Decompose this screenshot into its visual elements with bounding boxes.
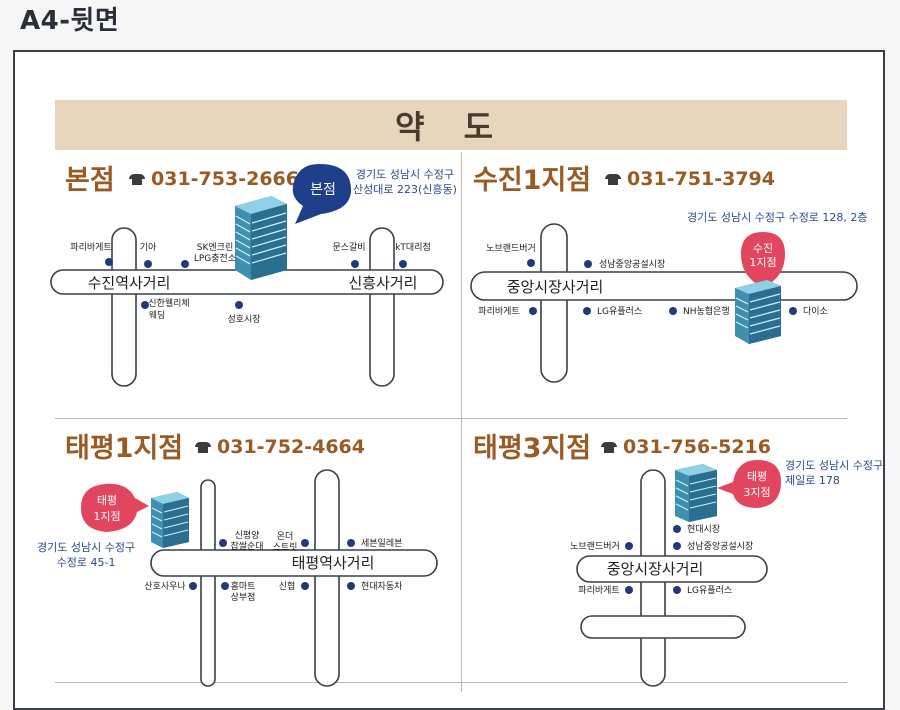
address-line: 제일로 178 bbox=[785, 474, 840, 487]
map-main: 본점 파리바게트 기아 SK엔크린 LPG충전소 문스갈비 kT대리점 신한웰리… bbox=[50, 164, 444, 387]
junction-label: 신흥사거리 bbox=[348, 274, 417, 292]
poi-label: NH농협은행 bbox=[683, 305, 730, 317]
bubble-label: 본점 bbox=[310, 182, 336, 198]
vertical-divider bbox=[461, 152, 462, 692]
horizontal-divider bbox=[55, 418, 847, 419]
phone-taepyeong3: 031-756-5216 bbox=[601, 436, 771, 458]
poi-label: 파리바게트 bbox=[70, 242, 111, 253]
phone-main: 031-753-2666 bbox=[129, 168, 299, 190]
bubble-taepyeong1: 태평 1지점 bbox=[81, 483, 149, 532]
poi-label: 찹쌀순대 bbox=[230, 541, 263, 552]
phone-icon bbox=[605, 173, 621, 185]
map-sujin1: 수진 1지점 노브랜드버거 성남중앙공설시장 파리바게트 LG유플러스 NH농협… bbox=[470, 223, 858, 383]
poi-label: 문스갈비 bbox=[332, 242, 365, 253]
poi-label: 온더 bbox=[277, 531, 294, 542]
phone-number: 031-751-3794 bbox=[627, 168, 775, 190]
poi-label: 세븐일레븐 bbox=[361, 538, 402, 549]
phone-number: 031-753-2666 bbox=[151, 168, 299, 190]
poi-label: 성남중앙공설시장 bbox=[687, 540, 753, 552]
phone-number: 031-756-5216 bbox=[623, 436, 771, 458]
bubble-main: 본점 bbox=[292, 164, 351, 224]
address-taepyeong1: 경기도 성남시 수정구 수정로 45-1 bbox=[37, 540, 135, 570]
poi-label: 산호사우나 bbox=[144, 581, 185, 592]
phone-taepyeong1: 031-752-4664 bbox=[195, 436, 365, 458]
address-line: 경기도 성남시 수정구 bbox=[785, 459, 884, 472]
address-main: 경기도 성남시 수정구 산성대로 223(신흥동) bbox=[353, 167, 457, 197]
phone-icon bbox=[601, 441, 617, 453]
branch-title-taepyeong1: 태평1지점 bbox=[65, 433, 184, 464]
branch-title-taepyeong3: 태평3지점 bbox=[473, 433, 592, 464]
branch-title-sujin1: 수진1지점 bbox=[473, 165, 592, 196]
junction-label: 중앙시장사거리 bbox=[507, 278, 604, 296]
bubble-label: 1지점 bbox=[749, 256, 776, 269]
phone-icon bbox=[129, 173, 145, 185]
bubble-label: 3지점 bbox=[743, 486, 770, 499]
building-icon bbox=[235, 196, 287, 280]
bubble-sujin1: 수진 1지점 bbox=[741, 232, 785, 294]
building-icon bbox=[675, 464, 717, 522]
phone-number: 031-752-4664 bbox=[217, 436, 365, 458]
poi-label: LPG충전소 bbox=[194, 253, 236, 264]
poi-label: 상부점 bbox=[231, 591, 256, 603]
phone-icon bbox=[195, 441, 211, 453]
poi-label: 현대시장 bbox=[687, 524, 720, 535]
address-line: 경기도 성남시 수정구 수정로 128, 2층 bbox=[687, 211, 868, 224]
poi-label: LG유플러스 bbox=[687, 585, 732, 596]
bubble-label: 태평 bbox=[97, 494, 117, 507]
bottom-divider bbox=[55, 682, 847, 683]
poi-label: 성남중앙공설시장 bbox=[599, 258, 665, 270]
bubble-label: 수진 bbox=[753, 242, 773, 255]
poi-label: kT대리점 bbox=[395, 241, 431, 253]
map-taepyeong1: 태평 1지점 신평양 찹쌀순대 온더 스트릿 세븐일레븐 산호사우나 홈마트 상… bbox=[81, 469, 438, 687]
address-line: 수정로 45-1 bbox=[56, 556, 116, 569]
poi-label: 노브랜드버거 bbox=[486, 243, 536, 254]
phone-sujin1: 031-751-3794 bbox=[605, 168, 775, 190]
building-icon bbox=[151, 492, 189, 548]
poi-label: 홈마트 bbox=[231, 580, 256, 592]
map-title: 약 도 bbox=[55, 100, 847, 150]
poi-label: 신평양 bbox=[235, 530, 260, 541]
address-line: 경기도 성남시 수정구 bbox=[37, 541, 136, 554]
poi-label: LG유플러스 bbox=[597, 306, 642, 317]
poi-label: 신한웰리체 bbox=[148, 298, 189, 309]
junction-label: 태평역사거리 bbox=[292, 554, 375, 572]
address-line: 산성대로 223(신흥동) bbox=[353, 183, 457, 196]
junction-label: 중앙시장사거리 bbox=[607, 560, 704, 578]
map-taepyeong3: 태평 3지점 현대시장 노브랜드버거 성남중앙공설시장 파리바게트 LG유플러스… bbox=[570, 460, 781, 687]
poi-label: 다이소 bbox=[803, 306, 828, 317]
bubble-label: 1지점 bbox=[93, 510, 120, 523]
poi-label: 노브랜드버거 bbox=[570, 541, 620, 552]
address-line: 경기도 성남시 수정구 bbox=[355, 168, 454, 181]
address-taepyeong3: 경기도 성남시 수정구 제일로 178 bbox=[785, 458, 883, 488]
poi-label: 성호시장 bbox=[227, 314, 260, 325]
poi-label: 기아 bbox=[140, 242, 157, 253]
poi-label: 신협 bbox=[279, 580, 296, 592]
junction-label: 수진역사거리 bbox=[88, 274, 171, 292]
page-heading: A4-뒷면 bbox=[20, 6, 120, 36]
bubble-label: 태평 bbox=[747, 470, 767, 483]
map-card: 약 도 본점 031-753-2666 경기도 성남시 수정구 산성대로 223… bbox=[13, 50, 885, 710]
branch-title-main: 본점 bbox=[65, 165, 115, 196]
poi-label: 파리바게트 bbox=[578, 585, 619, 596]
poi-label: 현대자동차 bbox=[361, 580, 403, 592]
poi-label: SK엔크린 bbox=[197, 242, 233, 253]
poi-label: 스트릿 bbox=[273, 541, 298, 553]
bubble-taepyeong3: 태평 3지점 bbox=[717, 460, 781, 508]
building-icon bbox=[735, 280, 781, 344]
poi-label: 웨딩 bbox=[149, 309, 166, 321]
poi-label: 파리바게트 bbox=[478, 306, 519, 317]
address-sujin1: 경기도 성남시 수정구 수정로 128, 2층 bbox=[687, 210, 868, 225]
